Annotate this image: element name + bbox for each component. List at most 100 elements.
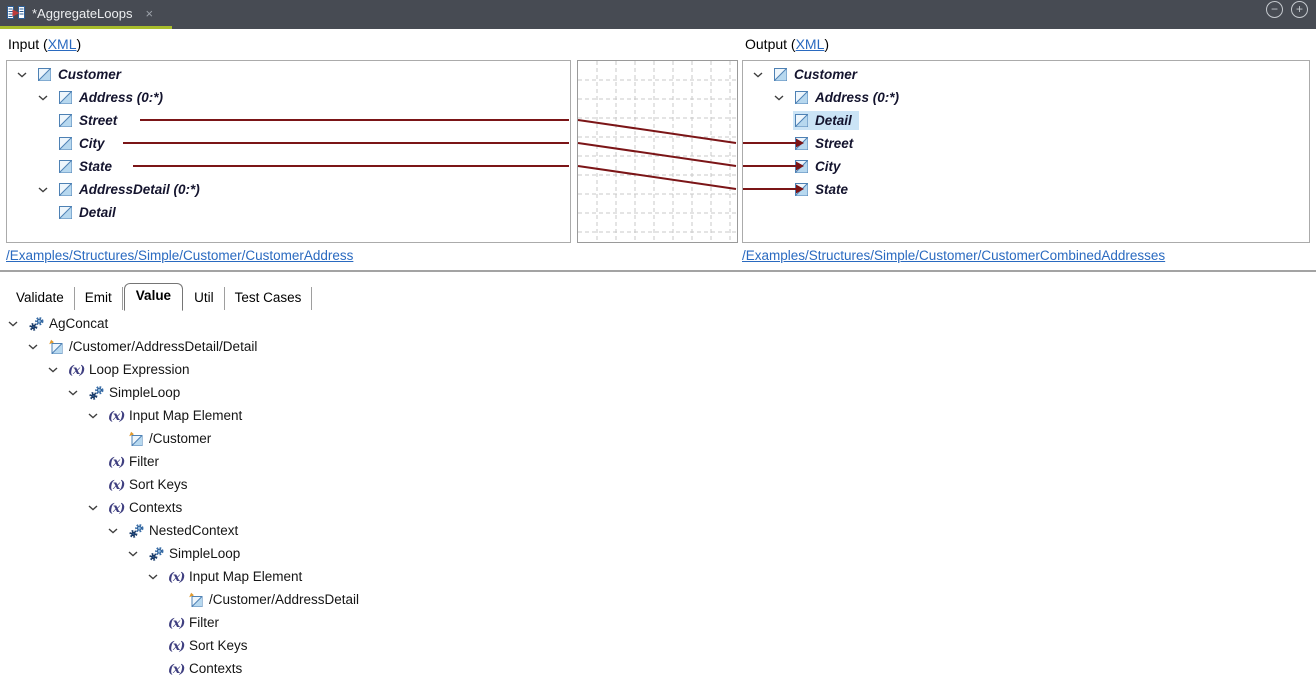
gears-icon <box>148 546 165 562</box>
output-node-state[interactable]: State <box>743 178 1309 201</box>
output-node-detail-selected[interactable]: Detail <box>743 109 1309 132</box>
tree-node-simpleloop[interactable]: SimpleLoop <box>0 381 1316 404</box>
tab-validate[interactable]: Validate <box>6 287 75 310</box>
tab-emit[interactable]: Emit <box>75 287 123 310</box>
tree-node-customer-path[interactable]: /Customer <box>0 427 1316 450</box>
output-header: Output (XML) <box>745 36 829 52</box>
input-node-detail[interactable]: Detail <box>7 201 570 224</box>
chevron-down-icon[interactable] <box>38 187 48 193</box>
input-node-city[interactable]: City <box>7 132 570 155</box>
output-structure-link[interactable]: /Examples/Structures/Simple/Customer/Cus… <box>742 248 1166 263</box>
tree-node-label: Input Map Element <box>129 408 243 423</box>
output-node-label: Street <box>815 136 854 151</box>
input-node-street[interactable]: Street <box>7 109 570 132</box>
input-node-label: Detail <box>79 205 116 220</box>
tree-node-contexts[interactable]: (x) Contexts <box>0 496 1316 519</box>
expression-icon: (x) <box>168 569 185 584</box>
element-icon <box>59 160 72 173</box>
output-node-customer[interactable]: Customer <box>743 63 1309 86</box>
chevron-down-icon[interactable] <box>88 413 98 419</box>
chevron-down-icon[interactable] <box>28 344 38 350</box>
chevron-down-icon[interactable] <box>88 505 98 511</box>
tree-node-nestedcontext[interactable]: NestedContext <box>0 519 1316 542</box>
input-node-label: Customer <box>58 67 122 82</box>
output-node-label: State <box>815 182 849 197</box>
tree-node-label: /Customer <box>149 431 212 446</box>
tree-node-filter-2[interactable]: (x) Filter <box>0 611 1316 634</box>
tree-node-label: Sort Keys <box>129 477 188 492</box>
tree-node-loop-expression[interactable]: (x) Loop Expression <box>0 358 1316 381</box>
chevron-down-icon[interactable] <box>774 95 784 101</box>
input-node-customer[interactable]: Customer <box>7 63 570 86</box>
canvas-grid <box>578 61 737 242</box>
input-node-label: City <box>79 136 105 151</box>
tree-node-label: Contexts <box>189 661 243 676</box>
element-icon <box>795 114 808 127</box>
tree-node-sort-keys-2[interactable]: (x) Sort Keys <box>0 634 1316 657</box>
gears-icon <box>88 385 105 401</box>
element-icon <box>774 68 787 81</box>
expression-icon: (x) <box>168 615 185 630</box>
output-node-city[interactable]: City <box>743 155 1309 178</box>
tree-node-label: /Customer/AddressDetail/Detail <box>69 339 258 354</box>
element-icon <box>795 183 808 196</box>
tree-node-detail-path[interactable]: /Customer/AddressDetail/Detail <box>0 335 1316 358</box>
tab-value[interactable]: Value <box>123 283 184 311</box>
expression-icon: (x) <box>108 500 125 515</box>
expression-icon: (x) <box>168 638 185 653</box>
input-node-addressdetail[interactable]: AddressDetail (0:*) <box>7 178 570 201</box>
section-divider[interactable] <box>0 270 1316 272</box>
mapping-canvas[interactable] <box>577 60 738 243</box>
editor-tab-bar: *AggregateLoops × − + <box>0 0 1316 29</box>
tree-node-addressdetail-path[interactable]: /Customer/AddressDetail <box>0 588 1316 611</box>
input-node-state[interactable]: State <box>7 155 570 178</box>
minimize-button[interactable]: − <box>1266 1 1283 18</box>
tree-node-sort-keys[interactable]: (x) Sort Keys <box>0 473 1316 496</box>
chevron-down-icon[interactable] <box>148 574 158 580</box>
element-icon <box>795 160 808 173</box>
tree-node-filter[interactable]: (x) Filter <box>0 450 1316 473</box>
output-xml-link[interactable]: XML <box>795 36 825 52</box>
output-node-label: Address (0:*) <box>815 90 900 105</box>
expression-icon: (x) <box>108 477 125 492</box>
chevron-down-icon[interactable] <box>48 367 58 373</box>
tree-node-label: Sort Keys <box>189 638 248 653</box>
output-node-label: Detail <box>815 113 852 128</box>
input-structure-link[interactable]: /Examples/Structures/Simple/Customer/Cus… <box>6 248 354 263</box>
tree-node-agconcat[interactable]: AgConcat <box>0 312 1316 335</box>
input-xml-link[interactable]: XML <box>47 36 77 52</box>
output-tree-panel: Customer Address (0:*) Detail Street Cit… <box>742 60 1310 243</box>
chevron-down-icon[interactable] <box>753 72 763 78</box>
map-element-icon <box>188 592 203 607</box>
tree-node-simpleloop-2[interactable]: SimpleLoop <box>0 542 1316 565</box>
expression-icon: (x) <box>68 362 85 377</box>
tree-node-label: AgConcat <box>49 316 109 331</box>
tab-util[interactable]: Util <box>184 287 225 310</box>
tree-node-label: Input Map Element <box>189 569 303 584</box>
map-element-icon <box>128 431 143 446</box>
tree-node-label: SimpleLoop <box>169 546 241 561</box>
chevron-down-icon[interactable] <box>108 528 118 534</box>
chevron-down-icon[interactable] <box>68 390 78 396</box>
chevron-down-icon[interactable] <box>8 321 18 327</box>
map-element-icon <box>48 339 63 354</box>
tree-node-contexts-2[interactable]: (x) Contexts <box>0 657 1316 680</box>
expression-icon: (x) <box>168 661 185 676</box>
maximize-button[interactable]: + <box>1291 1 1308 18</box>
chevron-down-icon[interactable] <box>17 72 27 78</box>
output-node-street[interactable]: Street <box>743 132 1309 155</box>
tree-node-input-map-element-2[interactable]: (x) Input Map Element <box>0 565 1316 588</box>
chevron-down-icon[interactable] <box>38 95 48 101</box>
tree-node-input-map-element[interactable]: (x) Input Map Element <box>0 404 1316 427</box>
chevron-down-icon[interactable] <box>128 551 138 557</box>
element-icon <box>59 91 72 104</box>
tab-close-icon[interactable]: × <box>145 5 154 21</box>
tree-node-label: Contexts <box>129 500 183 515</box>
output-node-address[interactable]: Address (0:*) <box>743 86 1309 109</box>
input-node-address[interactable]: Address (0:*) <box>7 86 570 109</box>
tree-node-label: SimpleLoop <box>109 385 181 400</box>
document-tab-aggregateloops[interactable]: *AggregateLoops × <box>0 0 172 26</box>
tab-test-cases[interactable]: Test Cases <box>225 287 313 310</box>
input-node-label: State <box>79 159 113 174</box>
tree-node-label: Filter <box>189 615 219 630</box>
